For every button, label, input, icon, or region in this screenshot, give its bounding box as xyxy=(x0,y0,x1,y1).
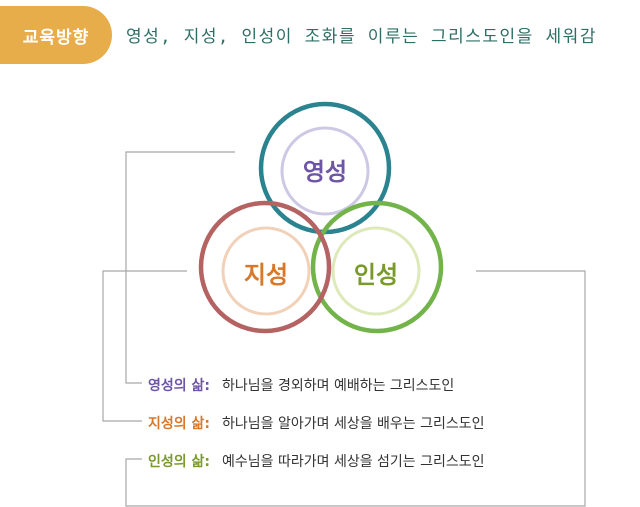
badge-label: 교육방향 xyxy=(22,27,90,48)
section-badge: 교육방향 xyxy=(0,6,112,64)
character-label: 인성 xyxy=(354,261,398,289)
description-character: 인성의 삶: 예수님을 따라가며 세상을 섬기는 그리스도인 xyxy=(148,451,485,471)
description-text: 하나님을 알아가며 세상을 배우는 그리스도인 xyxy=(222,416,485,432)
description-label: 인성의 삶: xyxy=(148,454,210,470)
description-spirit: 영성의 삶: 하나님을 경외하며 예배하는 그리스도인 xyxy=(148,375,454,395)
intellect-label: 지성 xyxy=(244,261,288,289)
connector-intellect xyxy=(102,270,187,422)
description-label: 영성의 삶: xyxy=(148,378,210,394)
intellect-inner-ring xyxy=(221,226,311,316)
connector-spirit xyxy=(125,151,235,384)
connector-character xyxy=(125,270,586,507)
description-intellect: 지성의 삶: 하나님을 알아가며 세상을 배우는 그리스도인 xyxy=(148,413,485,433)
spirit-inner-ring xyxy=(280,126,370,216)
character-inner-ring xyxy=(331,226,421,316)
description-label: 지성의 삶: xyxy=(148,416,210,432)
page-title: 영성, 지성, 인성이 조화를 이루는 그리스도인을 세워감 xyxy=(126,27,597,47)
description-text: 하나님을 경외하며 예배하는 그리스도인 xyxy=(222,378,455,394)
description-text: 예수님을 따라가며 세상을 섬기는 그리스도인 xyxy=(222,454,485,470)
spirit-label: 영성 xyxy=(303,158,347,186)
character-circle xyxy=(310,200,444,334)
intellect-circle xyxy=(198,200,332,334)
